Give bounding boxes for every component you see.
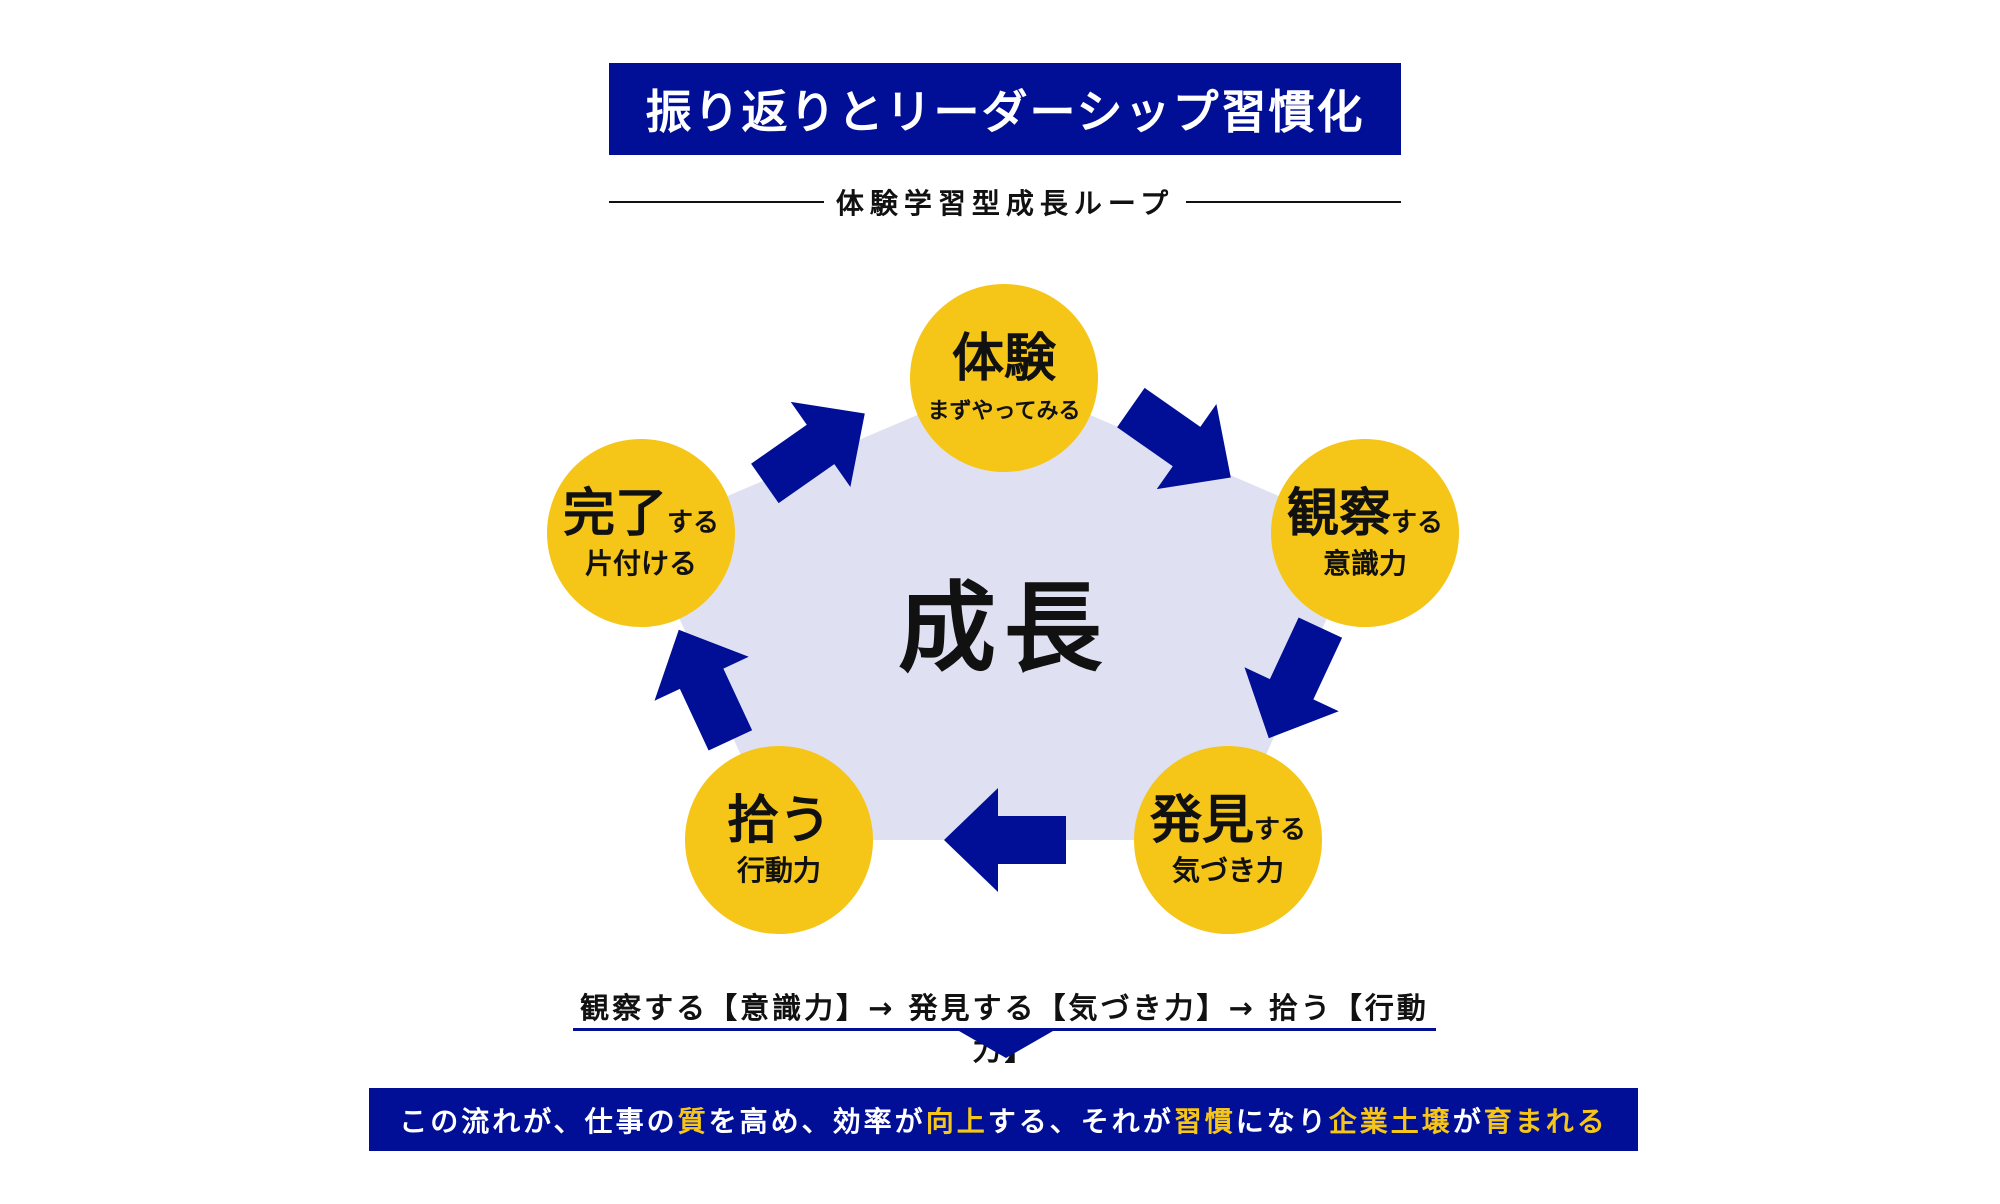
subtitle: 体験学習型成長ループ bbox=[609, 182, 1402, 222]
growth-pentagon bbox=[641, 378, 1365, 840]
highlight-text: 企業土壌 bbox=[1328, 1104, 1453, 1138]
node-main: 拾う bbox=[727, 791, 831, 851]
page-title: 振り返りとリーダーシップ習慣化 bbox=[645, 85, 1365, 139]
divider-left bbox=[609, 201, 824, 203]
node-subtitle: まずやってみる bbox=[928, 399, 1081, 424]
cycle-arrow-icon bbox=[1244, 617, 1343, 739]
node-main: 発見 bbox=[1150, 791, 1254, 851]
node-circle bbox=[547, 439, 735, 627]
node-main: 体験 bbox=[952, 329, 1057, 389]
divider-right bbox=[1186, 201, 1402, 203]
node-main: 観察 bbox=[1287, 484, 1391, 544]
cycle-arrow-icon bbox=[751, 401, 865, 504]
highlight-text: 習慣 bbox=[1173, 1104, 1236, 1138]
cycle-arrow-icon bbox=[1117, 387, 1231, 490]
node-suffix: する bbox=[1391, 508, 1443, 538]
node-circle bbox=[1271, 439, 1459, 627]
node-subtitle: 気づき力 bbox=[1172, 854, 1284, 887]
node-title: 観察する bbox=[1287, 484, 1443, 544]
node-title: 体験 bbox=[952, 329, 1057, 389]
node-title: 拾う bbox=[727, 791, 831, 851]
title-banner: 振り返りとリーダーシップ習慣化 bbox=[609, 63, 1401, 155]
highlight-text: 向上 bbox=[925, 1104, 988, 1138]
node-subtitle: 意識力 bbox=[1323, 547, 1407, 580]
cycle-arrow-icon bbox=[654, 629, 753, 751]
highlight-text: 育まれる bbox=[1483, 1104, 1608, 1138]
banner-text: この流れが、仕事の bbox=[399, 1104, 678, 1138]
banner-text: になり bbox=[1235, 1104, 1329, 1138]
banner-text: する、それが bbox=[987, 1104, 1174, 1138]
banner-text: が bbox=[1452, 1104, 1484, 1138]
banner-text: を高め、効率が bbox=[708, 1104, 926, 1138]
down-triangle-icon bbox=[959, 1031, 1053, 1058]
node-circle bbox=[1134, 746, 1322, 934]
node-title: 発見する bbox=[1150, 791, 1306, 851]
highlight-text: 質 bbox=[677, 1104, 709, 1138]
flow-underline bbox=[573, 1028, 1436, 1031]
node-circle bbox=[685, 746, 873, 934]
node-main: 完了 bbox=[563, 484, 667, 544]
subtitle-text: 体験学習型成長ループ bbox=[835, 187, 1175, 220]
conclusion-banner: この流れが、仕事の質を高め、効率が向上する、それが習慣になり企業土壌が育まれる bbox=[369, 1088, 1638, 1151]
node-suffix: する bbox=[667, 508, 719, 538]
node-subtitle: 片付ける bbox=[585, 547, 697, 580]
cycle-arrow-icon bbox=[944, 788, 1066, 892]
node-circle bbox=[910, 284, 1098, 472]
center-label: 成長 bbox=[898, 572, 1110, 686]
node-title: 完了する bbox=[563, 484, 719, 544]
node-suffix: する bbox=[1254, 815, 1306, 845]
node-subtitle: 行動力 bbox=[736, 854, 821, 887]
